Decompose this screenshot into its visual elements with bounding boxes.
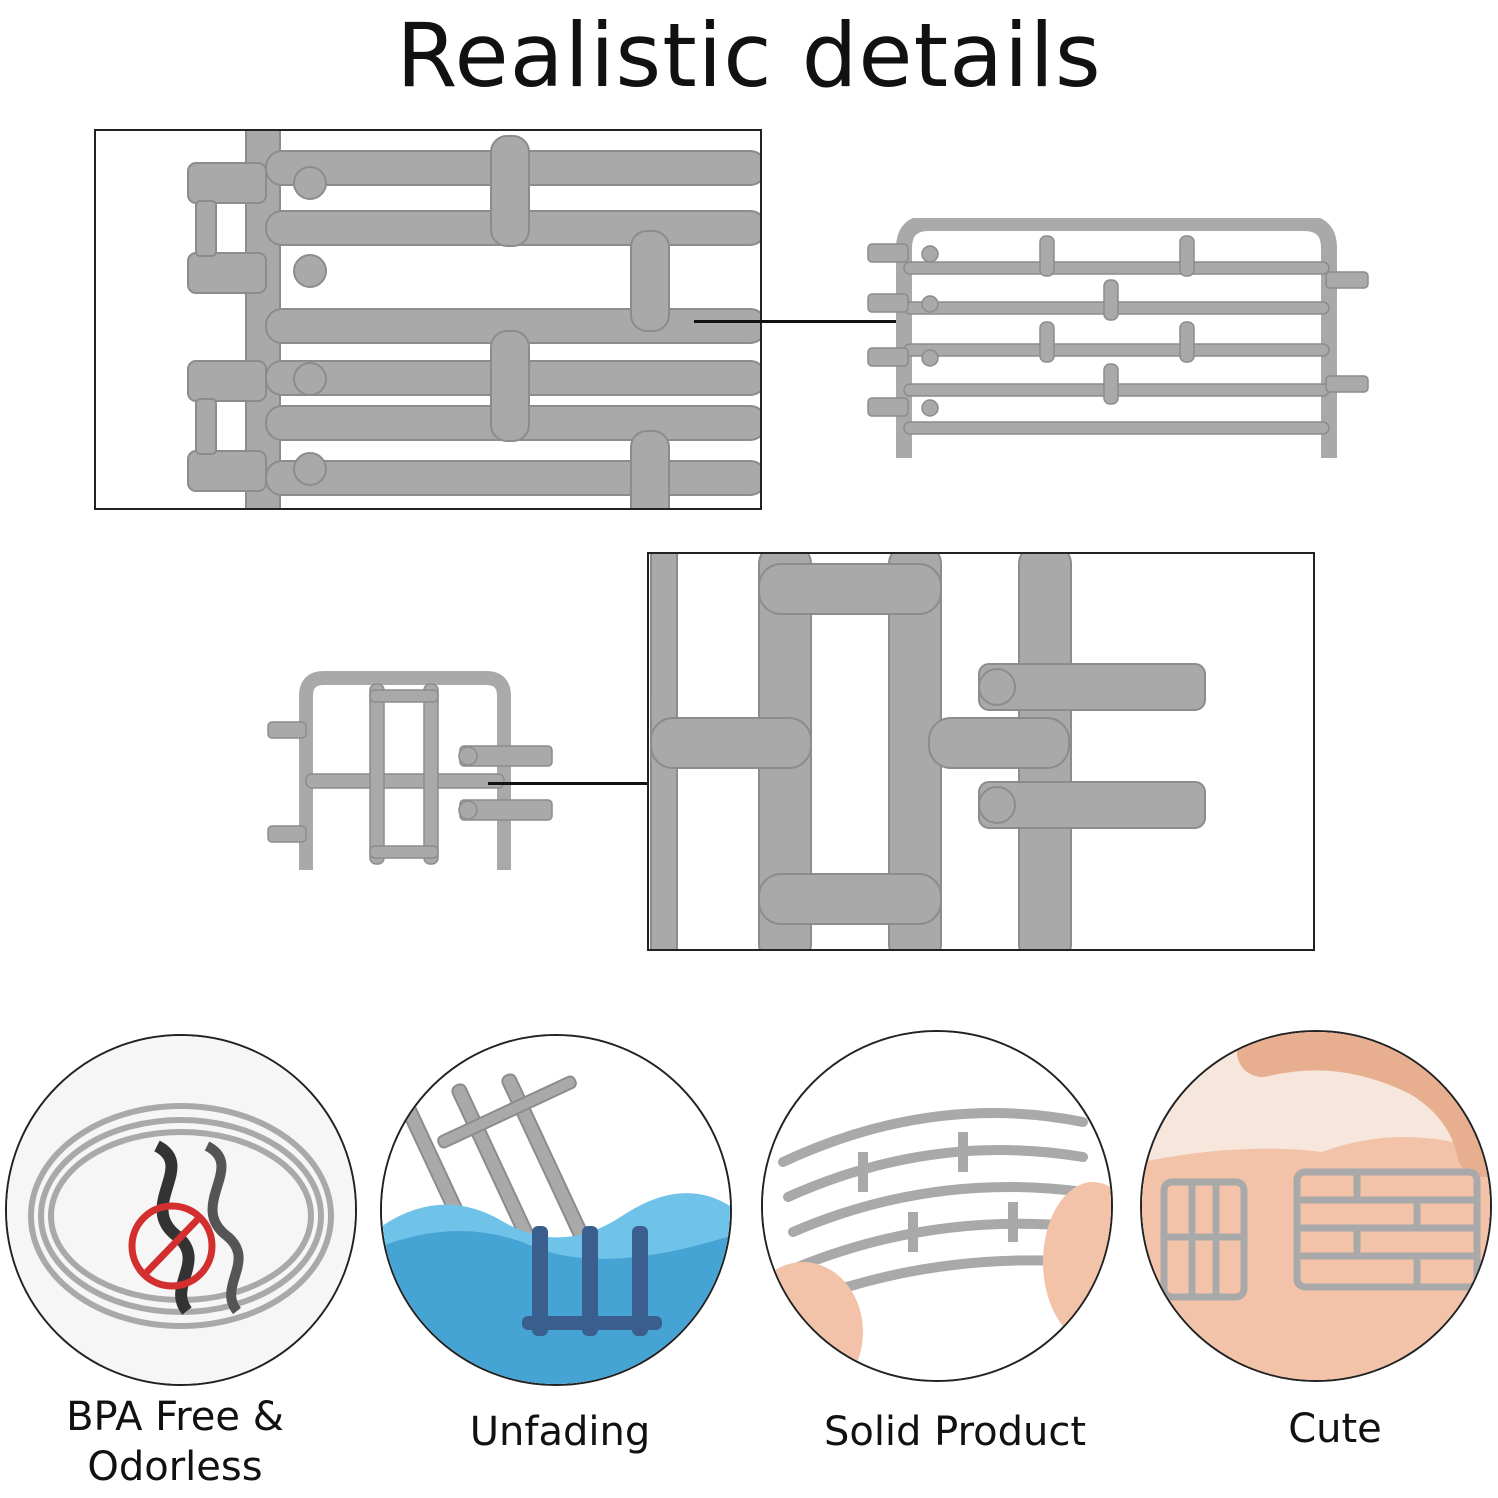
feature-circle-bpa-free: [5, 1034, 357, 1386]
gate-product: [264, 670, 564, 876]
feature-label-cute: Cute: [1288, 1406, 1382, 1452]
no-odor-icon: [7, 1036, 355, 1384]
bend-icon: [763, 1032, 1111, 1380]
feature-label-bpa-free: BPA Free & Odorless: [66, 1394, 284, 1490]
feature-label-solid-product: Solid Product: [823, 1409, 1087, 1455]
water-icon: [382, 1036, 730, 1384]
fence-zoom-detail: [94, 129, 762, 510]
fence-zoom-image: [187, 131, 760, 508]
page-title: Realistic details: [396, 3, 1102, 107]
gate-zoom-image: [650, 554, 1206, 949]
feature-circle-unfading: [380, 1034, 732, 1386]
leader-line-top: [694, 320, 900, 323]
feature-circle-solid-product: [761, 1030, 1113, 1382]
hand-icon: [1142, 1032, 1490, 1380]
leader-line-bottom: [488, 782, 693, 785]
feature-label-unfading: Unfading: [469, 1409, 651, 1455]
gate-zoom-detail: [647, 552, 1315, 951]
feature-circle-cute: [1140, 1030, 1492, 1382]
fence-panel-product: [864, 218, 1374, 466]
